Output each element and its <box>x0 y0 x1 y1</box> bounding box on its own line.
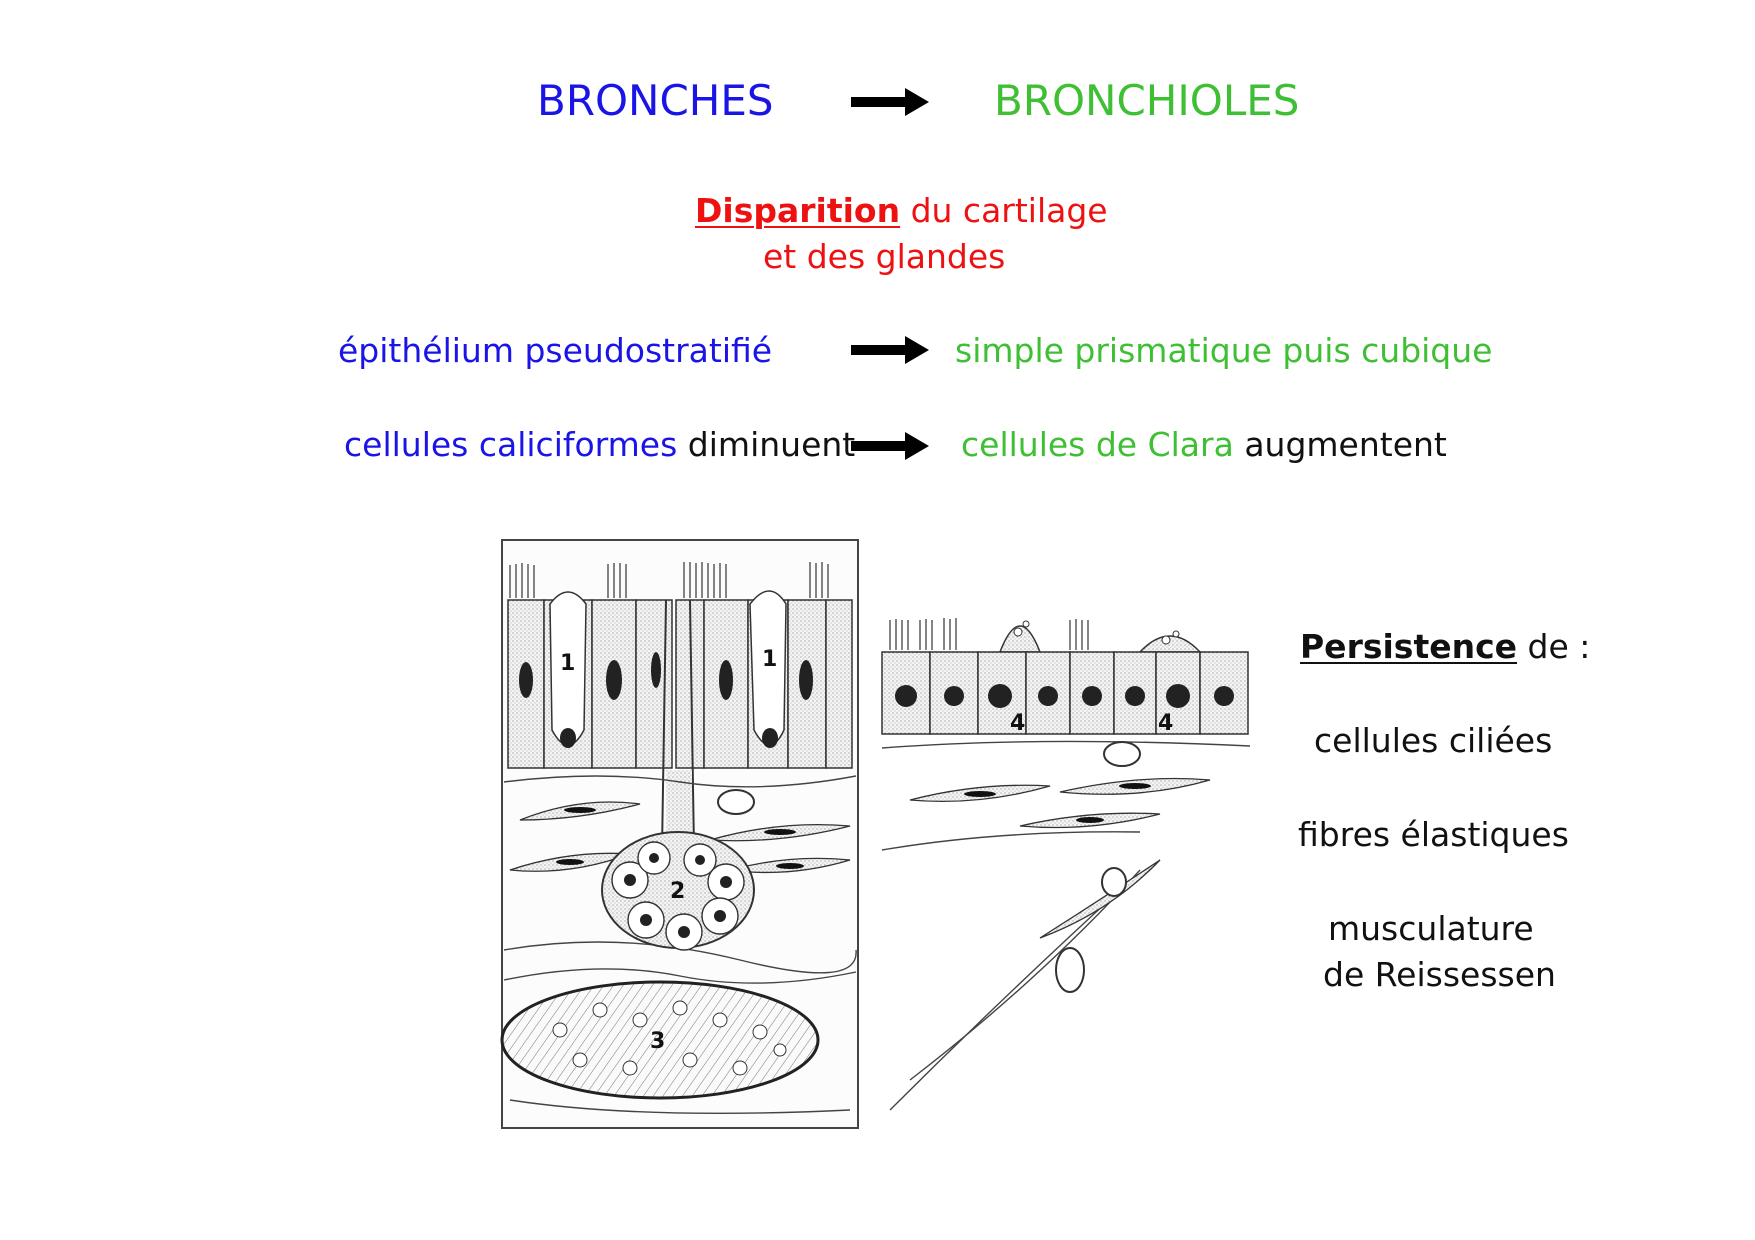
disappearance-emphasis: Disparition <box>695 191 901 230</box>
bronchiole-panel: 4 4 <box>881 618 1251 1111</box>
gland-acinus <box>601 831 755 951</box>
label-clara-cell-2: 4 <box>1158 711 1173 736</box>
clara-cells-trend: augmentent <box>1233 425 1447 464</box>
histology-illustration: 1 1 2 3 <box>500 539 1251 1129</box>
disappearance-line-1: Disparition du cartilage <box>695 194 1108 227</box>
label-gland: 2 <box>670 879 685 904</box>
arrow-right-icon <box>851 336 929 364</box>
epithelium-bronches: épithélium pseudostratifié <box>338 331 773 370</box>
persistence-item-elastic: fibres élastiques <box>1298 815 1569 854</box>
persistence-item-reissessen: de Reissessen <box>1323 955 1556 994</box>
title-bronches: BRONCHES <box>537 76 774 125</box>
goblet-cells-trend: diminuent <box>677 425 856 464</box>
cells-bronches: cellules caliciformes diminuent <box>344 428 855 461</box>
disappearance-line-2: et des glandes <box>763 237 1006 276</box>
persistence-title: Persistence de : <box>1300 630 1590 663</box>
label-goblet-cell: 1 <box>560 651 575 676</box>
arrow-right-icon <box>851 88 929 116</box>
disappearance-line1-rest: du cartilage <box>900 191 1108 230</box>
label-clara-cell: 4 <box>1010 711 1025 736</box>
title-bronchioles: BRONCHIOLES <box>994 76 1300 125</box>
label-cartilage: 3 <box>650 1029 665 1054</box>
persistence-item-ciliated: cellules ciliées <box>1314 721 1553 760</box>
persistence-emphasis: Persistence <box>1300 627 1518 666</box>
arrow-right-icon <box>851 432 929 460</box>
clara-cells-label: cellules de Clara <box>961 425 1234 464</box>
bronchus-panel: 1 1 2 3 <box>500 539 859 1129</box>
goblet-cells-label: cellules caliciformes <box>344 425 678 464</box>
persistence-item-muscle: musculature <box>1328 909 1534 948</box>
cells-bronchioles: cellules de Clara augmentent <box>961 428 1447 461</box>
label-goblet-cell-2: 1 <box>762 647 777 672</box>
cartilage-plate <box>500 980 820 1100</box>
persistence-rest: de : <box>1517 627 1591 666</box>
epithelium-bronchioles: simple prismatique puis cubique <box>955 331 1493 370</box>
